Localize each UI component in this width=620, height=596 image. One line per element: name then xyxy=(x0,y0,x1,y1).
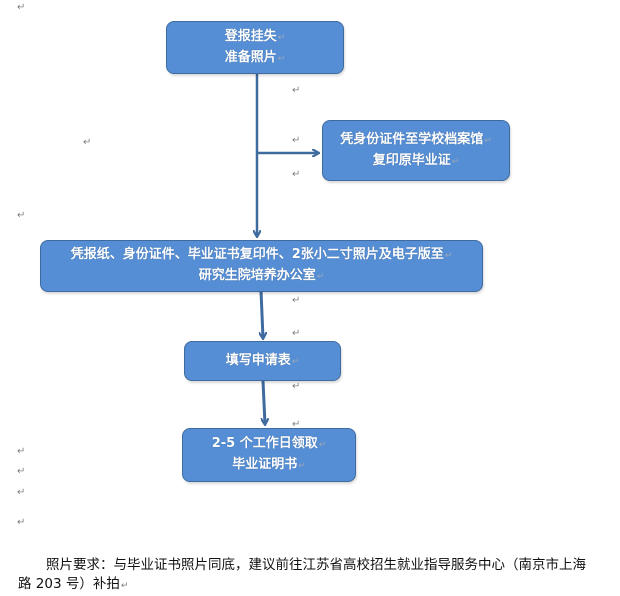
paragraph-mark: ↵ xyxy=(292,381,301,392)
paragraph-mark: ↵ xyxy=(292,135,301,146)
flow-step-report-loss: 登报挂失↵ 准备照片↵ xyxy=(166,21,344,74)
paragraph-mark: ↵ xyxy=(292,295,301,306)
flow-step-archive-copy: 凭身份证件至学校档案馆↵ 复印原毕业证↵ xyxy=(322,120,510,181)
step-text-line: 准备照片↵ xyxy=(224,49,286,65)
paragraph-mark: ↵ xyxy=(17,487,26,498)
photo-requirement-note: 照片要求：与毕业证书照片同底，建议前往江苏省高校招生就业指导服务中心（南京市上海… xyxy=(18,556,586,592)
step-text-line: 凭身份证件至学校档案馆↵ xyxy=(340,131,492,147)
paragraph-mark: ↵ xyxy=(292,85,301,96)
arrow-step2-to-step3 xyxy=(261,290,263,338)
paragraph-mark: ↵ xyxy=(292,169,301,180)
paragraph-mark: ↵ xyxy=(292,328,301,339)
step-text-line: 填写申请表↵ xyxy=(225,352,300,368)
step-text-line: 2-5 个工作日领取↵ xyxy=(211,436,327,451)
step-text-line: 登报挂失↵ xyxy=(224,28,286,44)
step-text-line: 毕业证明书↵ xyxy=(232,457,306,472)
flow-step-fill-application: 填写申请表↵ xyxy=(184,341,341,381)
arrow-step3-to-step4 xyxy=(263,380,265,424)
paragraph-mark: ↵ xyxy=(17,2,26,13)
step-text-line: 凭报纸、身份证件、毕业证书复印件、2张小二寸照片及电子版至↵ xyxy=(70,247,453,262)
flow-step-collect-certificate: 2-5 个工作日领取↵ 毕业证明书↵ xyxy=(182,428,356,482)
paragraph-mark: ↵ xyxy=(17,446,26,457)
step-text-line: 复印原毕业证↵ xyxy=(372,152,460,168)
paragraph-mark: ↵ xyxy=(17,210,26,221)
paragraph-mark: ↵ xyxy=(292,419,301,430)
paragraph-mark: ↵ xyxy=(83,137,92,148)
step-text-line: 研究生院培养办公室↵ xyxy=(198,268,325,283)
flow-step-submit-documents: 凭报纸、身份证件、毕业证书复印件、2张小二寸照片及电子版至↵ 研究生院培养办公室… xyxy=(40,240,483,292)
paragraph-mark: ↵ xyxy=(17,466,26,477)
paragraph-mark: ↵ xyxy=(17,517,26,528)
